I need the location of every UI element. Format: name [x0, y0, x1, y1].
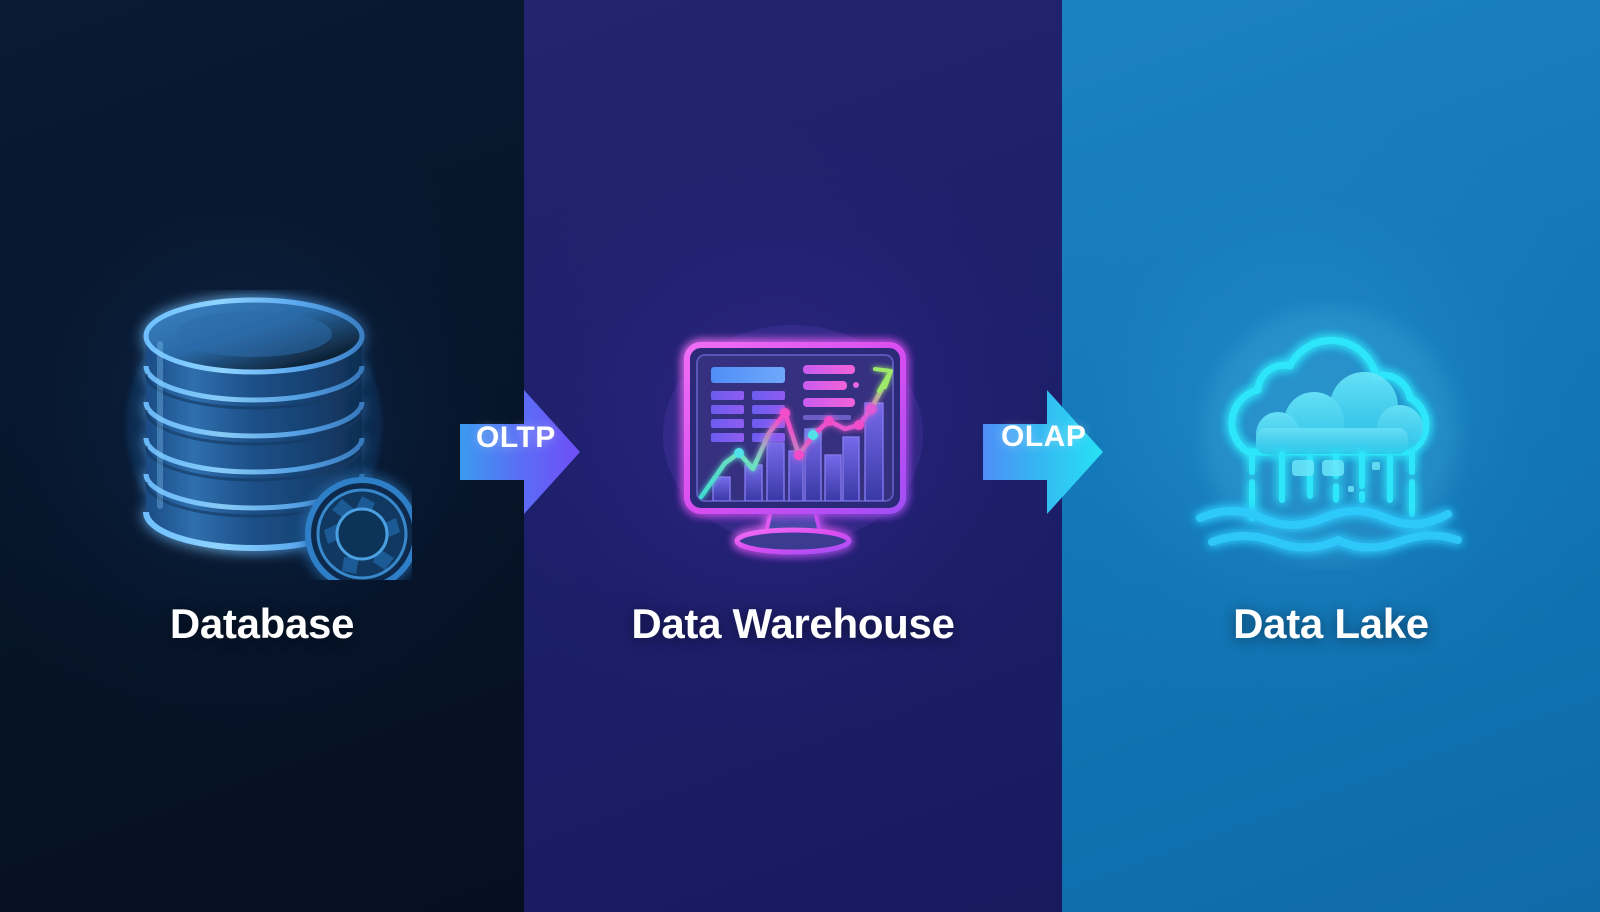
cloud-lake-icon: [1196, 307, 1462, 563]
pink-metric-bars: [803, 365, 859, 420]
cloud-outline: [1228, 336, 1430, 456]
oltp-arrow-shape: [460, 390, 580, 514]
gear-refresh-badge-icon[interactable]: [305, 477, 412, 580]
olap-arrow-shape: [983, 390, 1103, 514]
cloud-fill-puffs: [1256, 372, 1423, 456]
database-icon-wrap: [0, 290, 524, 580]
data-stream-blocks: [1292, 460, 1380, 492]
stage-panel-database[interactable]: Database: [0, 0, 524, 912]
data-lake-icon-wrap: [1062, 300, 1600, 570]
monitor-dashboard-icon: [663, 325, 923, 555]
data-streams: [1249, 451, 1415, 521]
dashboard-content: [698, 365, 893, 501]
connector-arrow-oltp[interactable]: OLTP: [452, 388, 584, 521]
panel-label-database: Database: [169, 600, 355, 647]
connector-arrow-olap[interactable]: OLAP: [975, 388, 1107, 521]
table-header-bar: [711, 367, 785, 383]
stage-panel-data-lake[interactable]: Data Lake: [1062, 0, 1600, 912]
database-cylinder-icon: [126, 293, 412, 580]
panel-label-data-warehouse: Data Warehouse: [631, 600, 955, 647]
water-waves: [1196, 507, 1462, 552]
panel-label-data-lake: Data Lake: [1233, 600, 1429, 647]
data-warehouse-icon-wrap: [524, 325, 1062, 565]
trend-line: [698, 367, 893, 500]
stage-panel-data-warehouse[interactable]: Data Warehouse: [524, 0, 1062, 912]
